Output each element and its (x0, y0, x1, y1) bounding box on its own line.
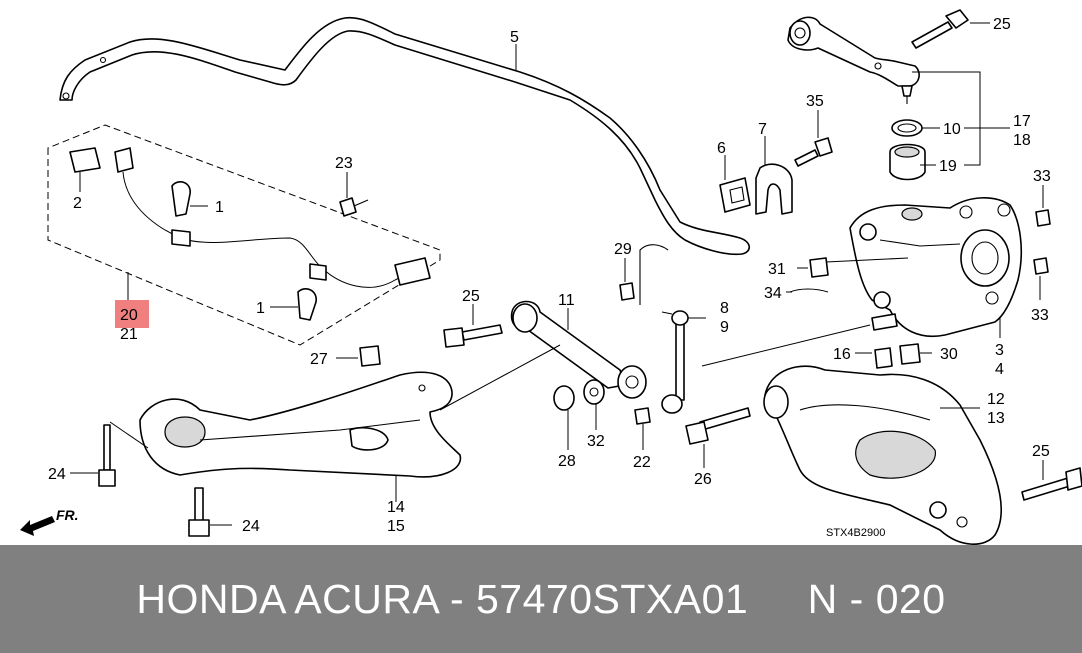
callout-2: 2 (73, 195, 82, 212)
highlight-box (115, 300, 149, 328)
callout-15: 15 (387, 518, 405, 535)
callout-25: 25 (462, 288, 480, 305)
sensor-assembly (47, 124, 441, 346)
diagram-code: STX4B2900 (826, 527, 885, 539)
nut-27 (359, 345, 381, 367)
callout-26: 26 (694, 471, 712, 488)
callout-27: 27 (310, 351, 328, 368)
bracket-6 (719, 177, 751, 213)
callout-24: 24 (48, 466, 66, 483)
callout-10: 10 (943, 121, 961, 138)
lower-arm (763, 365, 1002, 545)
diagram-svg: 5 25 35 7 6 10 17 18 19 33 33 23 2 1 1 2… (20, 9, 1082, 545)
front-arrow: FR. (20, 507, 79, 536)
callout-12: 12 (987, 391, 1005, 408)
nut-29 (619, 282, 635, 301)
bolt-24-lower (188, 487, 210, 537)
footer-title: HONDA ACURA - 57470STXA01 N - 020 (136, 575, 946, 622)
callout-29: 29 (614, 241, 632, 258)
bushing-19 (889, 143, 926, 181)
callout-18: 18 (1013, 132, 1031, 149)
callout-1: 1 (256, 300, 265, 317)
callout-14: 14 (387, 499, 405, 516)
bolt-25-left (443, 324, 503, 348)
bolt-knuckle-lower (871, 313, 898, 331)
callout-3: 3 (995, 342, 1004, 359)
washer-16 (874, 347, 893, 369)
washer-32 (583, 379, 605, 405)
clip-34 (789, 288, 829, 293)
callout-34: 34 (764, 285, 782, 302)
callout-11: 11 (558, 292, 575, 309)
bolt-25-top (911, 9, 969, 49)
ring-10 (891, 119, 923, 137)
nut-22 (634, 407, 651, 425)
footer-bar: HONDA ACURA - 57470STXA01 N - 020 (0, 545, 1082, 653)
callout-labels: 5 25 35 7 6 10 17 18 19 33 33 23 2 1 1 2… (48, 16, 1051, 535)
callout-19: 19 (939, 158, 957, 175)
bar-end-link (639, 244, 669, 305)
lateral-arm-11 (510, 300, 647, 399)
callout-7: 7 (758, 121, 767, 138)
upper-arm (787, 16, 920, 104)
callout-33: 33 (1031, 307, 1049, 324)
trailing-arm (139, 371, 462, 478)
callout-25: 25 (1032, 443, 1050, 460)
bolt-30 (899, 343, 921, 365)
callout-25: 25 (993, 16, 1011, 33)
bolt-23 (339, 197, 369, 217)
nut-28 (553, 385, 575, 411)
bolt-31 (809, 257, 909, 278)
callout-32: 32 (587, 433, 605, 450)
callout-22: 22 (633, 454, 651, 471)
bolt-25-right (1021, 467, 1082, 501)
stabilizer-bar (59, 16, 751, 256)
leader-lines (70, 22, 1044, 526)
callout-16: 16 (833, 346, 851, 363)
callout-23: 23 (335, 155, 353, 172)
bracket-7 (755, 163, 793, 215)
bolt-35 (794, 137, 833, 167)
stabilizer-link (661, 310, 689, 414)
callout-6: 6 (717, 140, 726, 157)
nut-33-lower (1033, 257, 1049, 275)
parts-diagram: 5 25 35 7 6 10 17 18 19 33 33 23 2 1 1 2… (20, 9, 1082, 545)
callout-28: 28 (558, 453, 576, 470)
bolt-24-upper (98, 424, 116, 487)
callout-35: 35 (806, 93, 824, 110)
callout-9: 9 (720, 319, 729, 336)
callout-30: 30 (940, 346, 958, 363)
callout-20: 20 (120, 307, 138, 324)
callout-5: 5 (510, 29, 519, 46)
callout-31: 31 (768, 261, 786, 278)
knuckle (849, 197, 1023, 337)
callout-13: 13 (987, 410, 1005, 427)
callout-21: 21 (120, 326, 138, 343)
callout-4: 4 (995, 361, 1004, 378)
callout-24: 24 (242, 518, 260, 535)
fr-label: FR. (56, 507, 79, 523)
bolt-26 (685, 407, 751, 445)
nut-33-upper (1035, 209, 1051, 227)
callout-8: 8 (720, 300, 729, 317)
callout-1: 1 (215, 199, 224, 216)
callout-17: 17 (1013, 113, 1031, 130)
callout-33: 33 (1033, 168, 1051, 185)
